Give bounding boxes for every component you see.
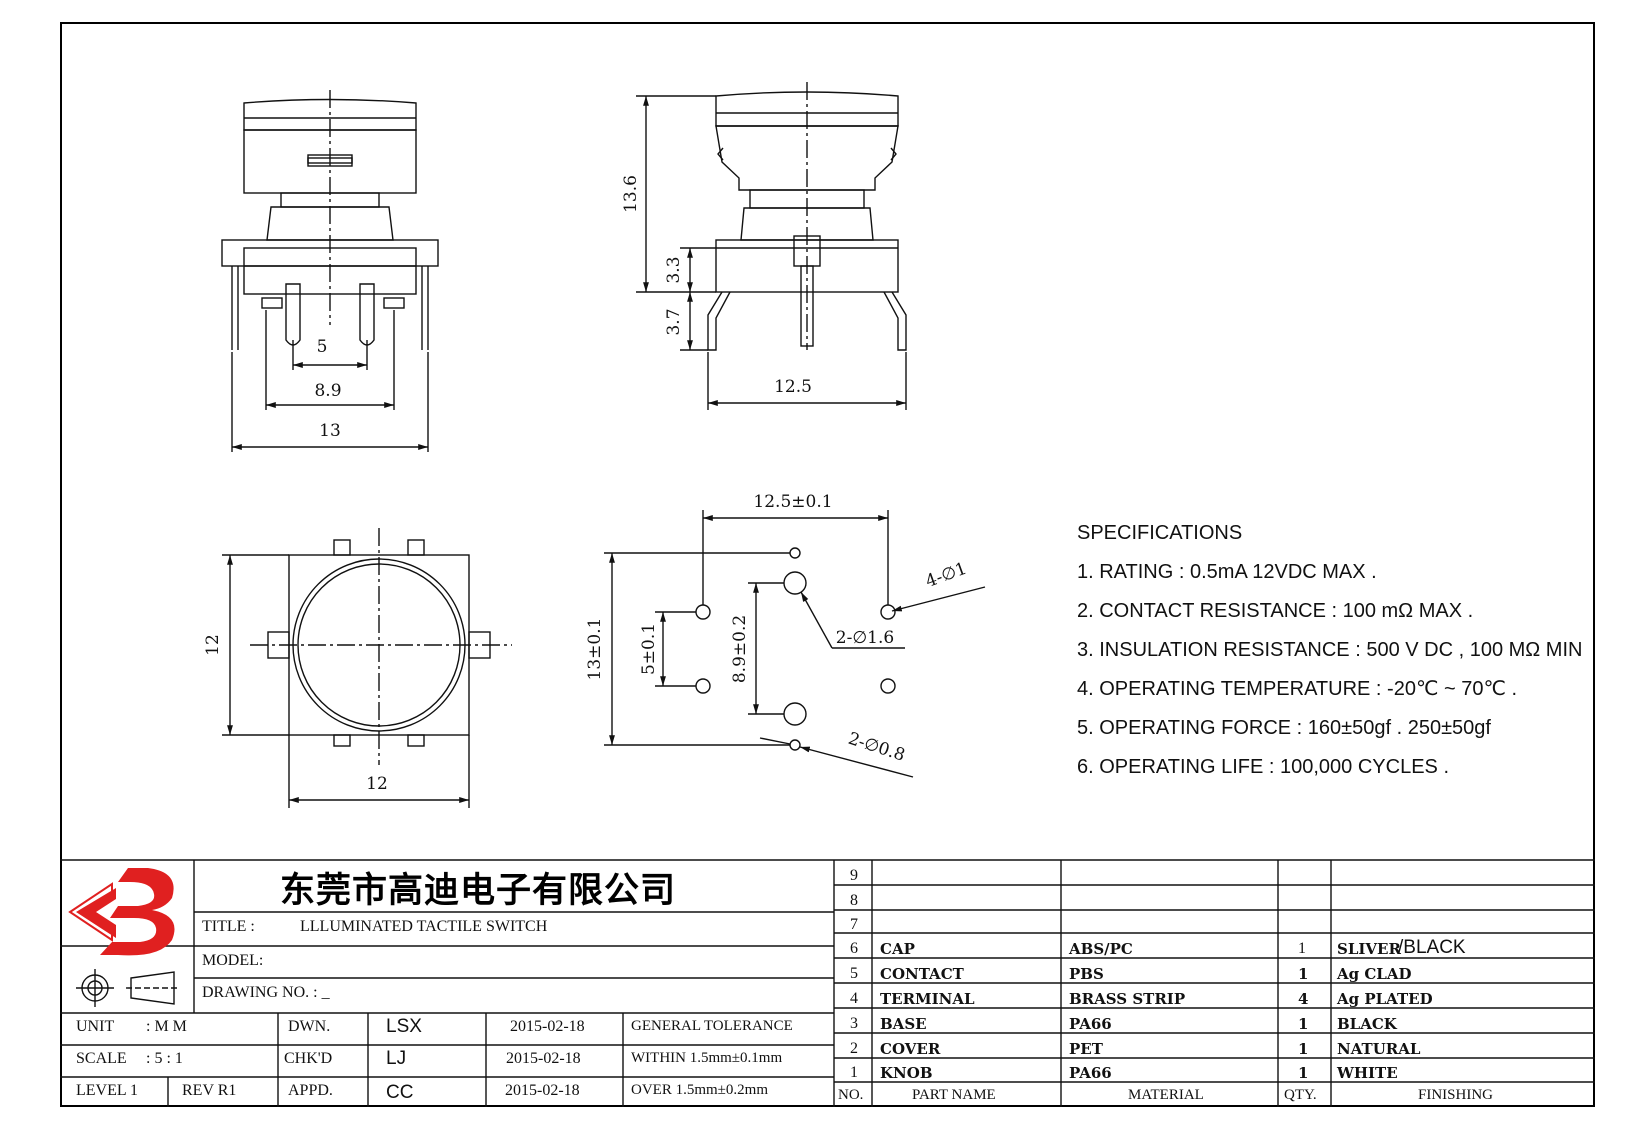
bom-cell-qty: 1 (1298, 940, 1306, 957)
dim-front-width: 13 (319, 421, 341, 441)
level-value: LEVEL 1 (76, 1082, 139, 1099)
bom-header-material: MATERIAL (1128, 1087, 1204, 1103)
tolerance-label: GENERAL TOLERANCE (631, 1018, 793, 1034)
dimension-labels: 5 8.9 13 13.6 3.3 3.7 12.5 12 12 12.5±0.… (203, 175, 970, 794)
bom-cell-qty: 1 (1298, 1064, 1309, 1082)
unit-label: UNIT (76, 1018, 115, 1035)
bom-cell-finishing: WHITE (1337, 1064, 1398, 1082)
bom-cell-finishing: SLIVER (1337, 940, 1401, 958)
dwn-date: 2015-02-18 (510, 1018, 585, 1035)
dim-top-height: 12 (203, 634, 223, 656)
drawing-no-label: DRAWING NO. : _ (202, 984, 330, 1001)
appd-date: 2015-02-18 (505, 1082, 580, 1099)
side-view (636, 82, 907, 410)
bom-cell-part: KNOB (880, 1064, 933, 1082)
bom-cell-material: PA66 (1069, 1064, 1112, 1082)
bom-cell-qty: 1 (1298, 1040, 1309, 1058)
spec-item: 2. CONTACT RESISTANCE : 100 mΩ MAX . (1077, 600, 1474, 622)
scale-value: : 5 : 1 (146, 1050, 183, 1067)
bom-cell-material: PBS (1069, 965, 1104, 983)
unit-value: : M M (146, 1018, 187, 1035)
bom-cell-no: 7 (850, 916, 858, 933)
chk-label: CHK'D (284, 1050, 333, 1067)
bom-cell-finishing: Ag PLATED (1337, 990, 1433, 1008)
spec-item: 3. INSULATION RESISTANCE : 500 V DC , 10… (1077, 639, 1583, 661)
bom-cell-qty: 1 (1298, 1015, 1309, 1033)
bom-cell-no: 9 (850, 867, 858, 884)
bom-header-part: PART NAME (912, 1087, 996, 1103)
title-value: LLLUMINATED TACTILE SWITCH (300, 918, 548, 935)
bom-cell-qty: 1 (1298, 965, 1309, 983)
dim-fp-horizontal: 12.5±0.1 (753, 492, 832, 512)
dim-side-height: 13.6 (621, 175, 641, 213)
bom-header-no: NO. (838, 1087, 864, 1103)
dim-side-lead: 3.7 (664, 308, 684, 335)
rev-value: REV R1 (182, 1082, 237, 1099)
bom-cell-no: 6 (850, 940, 858, 957)
bom-cell-part: CONTACT (880, 965, 964, 983)
bom-cell-part: CAP (880, 940, 915, 958)
tolerance-over: OVER 1.5mm±0.2mm (631, 1082, 768, 1098)
projection-symbol-icon (76, 969, 180, 1007)
dim-top-width: 12 (366, 774, 388, 794)
bom-cell-finishing-extra: /BLACK (1398, 937, 1466, 958)
scale-label: SCALE (76, 1050, 127, 1067)
specs-heading: SPECIFICATIONS (1077, 522, 1243, 544)
bom-cell-material: ABS/PC (1069, 940, 1133, 958)
appd-name: CC (386, 1082, 414, 1103)
appd-label: APPD. (288, 1082, 333, 1099)
front-view (221, 90, 439, 452)
dwn-label: DWN. (288, 1018, 331, 1035)
bom-cell-no: 1 (850, 1064, 858, 1081)
company-logo (68, 868, 175, 956)
chk-name: LJ (386, 1048, 407, 1069)
dim-side-width: 12.5 (774, 377, 812, 397)
title-block-grid (60, 859, 1595, 1107)
bom-cell-no: 4 (850, 990, 858, 1007)
spec-item: 6. OPERATING LIFE : 100,000 CYCLES . (1077, 756, 1450, 778)
dim-fp-holes-large: 4-∅1 (923, 559, 969, 592)
dim-front-pin-pitch: 5 (317, 337, 328, 357)
bom-cell-part: COVER (880, 1040, 941, 1058)
top-view (222, 528, 512, 808)
model-label: MODEL: (202, 952, 264, 969)
bom-cell-part: BASE (880, 1015, 927, 1033)
bom-cell-qty: 4 (1298, 990, 1309, 1008)
company-name: 东莞市高迪电子有限公司 (280, 871, 677, 911)
dwn-name: LSX (386, 1016, 422, 1037)
dim-fp-vertical-outer: 13±0.1 (585, 618, 605, 681)
spec-item: 5. OPERATING FORCE : 160±50gf . 250±50gf (1077, 717, 1491, 739)
dim-front-pin-span: 8.9 (314, 381, 341, 401)
bom-cell-no: 3 (850, 1015, 858, 1032)
title-label: TITLE : (202, 918, 255, 935)
bom-header-finishing: FINISHING (1418, 1087, 1493, 1103)
spec-item: 4. OPERATING TEMPERATURE : -20℃ ~ 70℃ . (1077, 678, 1518, 700)
bom-cell-material: BRASS STRIP (1069, 990, 1186, 1008)
specifications: SPECIFICATIONS 1. RATING : 0.5mA 12VDC M… (1077, 520, 1582, 793)
dim-fp-holes-small: 2-∅0.8 (846, 729, 908, 766)
drawing-frame (60, 22, 1595, 1107)
chk-date: 2015-02-18 (506, 1050, 581, 1067)
bom-header-qty: QTY. (1284, 1087, 1317, 1103)
bom-cell-material: PET (1069, 1040, 1103, 1058)
bom-cell-finishing: Ag CLAD (1337, 965, 1412, 983)
bom-cell-material: PA66 (1069, 1015, 1112, 1033)
dim-fp-holes-mid: 2-∅1.6 (836, 628, 894, 648)
bom-cell-part: TERMINAL (880, 990, 975, 1008)
bom-cell-no: 5 (850, 965, 858, 982)
spec-item: 1. RATING : 0.5mA 12VDC MAX . (1077, 561, 1377, 583)
bom-cell-finishing: NATURAL (1337, 1040, 1421, 1058)
dim-side-body: 3.3 (664, 256, 684, 283)
bom-cell-finishing: BLACK (1337, 1015, 1397, 1033)
dim-fp-vertical-inner: 5±0.1 (639, 623, 659, 675)
footprint-view (604, 510, 986, 778)
tolerance-within: WITHIN 1.5mm±0.1mm (631, 1050, 783, 1066)
dim-fp-vertical-led: 8.9±0.2 (730, 615, 750, 683)
bom-cell-no: 2 (850, 1040, 858, 1057)
bom-cell-no: 8 (850, 892, 858, 909)
